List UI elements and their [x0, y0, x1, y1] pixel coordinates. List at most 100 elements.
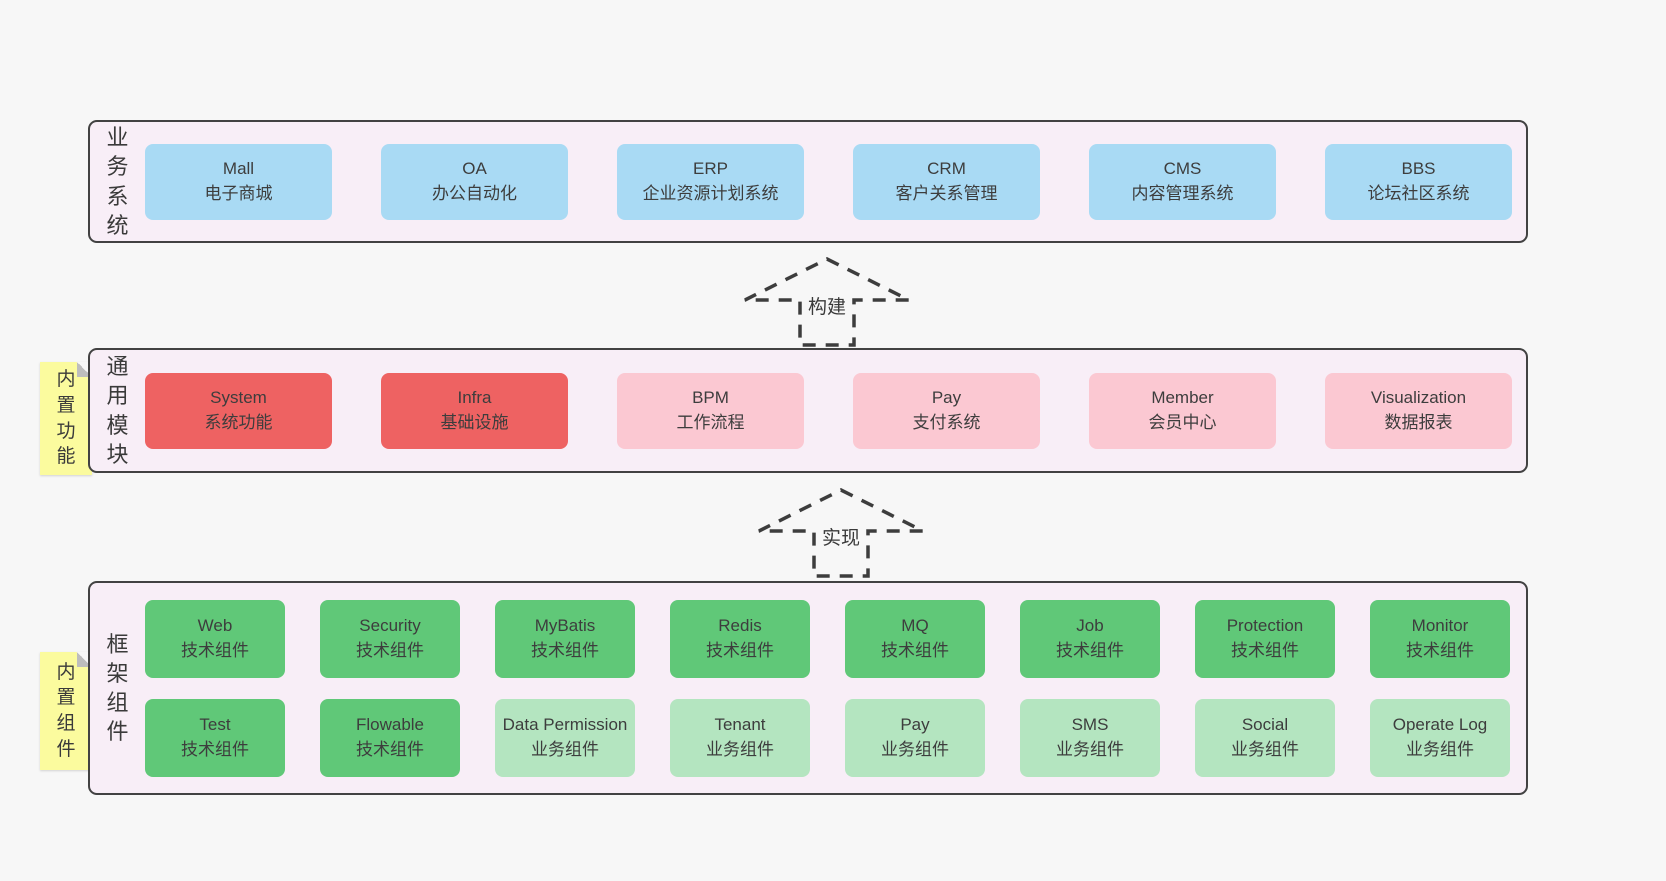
node-subtitle: 业务组件: [706, 739, 774, 759]
build-arrow: 构建: [742, 256, 912, 348]
node-crm: CRM 客户关系管理: [853, 143, 1040, 220]
node-security: Security 技术组件: [320, 599, 460, 678]
node-mall: Mall 电子商城: [145, 143, 332, 220]
node-title: Web: [197, 615, 233, 635]
node-title: MyBatis: [534, 615, 596, 635]
node-pay-system: Pay 支付系统: [853, 372, 1040, 449]
band-common-modules: 通用模块 System 系统功能 Infra 基础设施 BPM 工作流程 Pay…: [88, 348, 1528, 473]
node-title: Operate Log: [1392, 714, 1488, 734]
node-subtitle: 内容管理系统: [1131, 183, 1234, 203]
node-system: System 系统功能: [145, 372, 332, 449]
node-title: Flowable: [355, 714, 425, 734]
node-cms: CMS 内容管理系统: [1089, 143, 1276, 220]
node-title: CMS: [1163, 158, 1202, 178]
node-subtitle: 技术组件: [181, 739, 249, 759]
node-subtitle: 技术组件: [356, 640, 424, 660]
node-title: Monitor: [1411, 615, 1469, 635]
node-visualization: Visualization 数据报表: [1325, 372, 1512, 449]
node-subtitle: 工作流程: [676, 412, 745, 432]
band-label-column: 业务系统: [90, 122, 145, 241]
sticky-note-builtin-features: 内置功能: [40, 362, 92, 475]
node-redis: Redis 技术组件: [670, 599, 810, 678]
framework-row-1: Web 技术组件 Security 技术组件 MyBatis 技术组件 Redi…: [145, 599, 1526, 678]
band-box-row: System 系统功能 Infra 基础设施 BPM 工作流程 Pay 支付系统…: [145, 350, 1526, 471]
node-monitor: Monitor 技术组件: [1370, 599, 1510, 678]
node-subtitle: 数据报表: [1384, 412, 1453, 432]
node-subtitle: 技术组件: [531, 640, 599, 660]
node-data-permission: Data Permission 业务组件: [495, 698, 635, 777]
node-job: Job 技术组件: [1020, 599, 1160, 678]
node-infra: Infra 基础设施: [381, 372, 568, 449]
node-mybatis: MyBatis 技术组件: [495, 599, 635, 678]
node-title: System: [210, 387, 267, 407]
node-title: Pay: [900, 714, 930, 734]
band-label-column: 框架组件: [90, 583, 145, 793]
node-subtitle: 办公自动化: [432, 183, 517, 203]
node-subtitle: 技术组件: [181, 640, 249, 660]
node-flowable: Flowable 技术组件: [320, 698, 460, 777]
node-title: Visualization: [1370, 387, 1467, 407]
node-subtitle: 技术组件: [881, 640, 949, 660]
node-subtitle: 技术组件: [1231, 640, 1299, 660]
sticky-note-label: 内置组件: [56, 661, 76, 760]
node-title: Test: [199, 714, 231, 734]
node-subtitle: 业务组件: [531, 739, 599, 759]
band-title: 通用模块: [106, 354, 129, 467]
node-title: Infra: [457, 387, 492, 407]
node-subtitle: 客户关系管理: [895, 183, 998, 203]
node-subtitle: 电子商城: [204, 183, 273, 203]
node-subtitle: 业务组件: [881, 739, 949, 759]
sticky-note-builtin-components: 内置组件: [40, 652, 92, 770]
node-web: Web 技术组件: [145, 599, 285, 678]
node-pay-component: Pay 业务组件: [845, 698, 985, 777]
band-box-row: Mall 电子商城 OA 办公自动化 ERP 企业资源计划系统 CRM 客户关系…: [145, 122, 1526, 241]
node-subtitle: 技术组件: [706, 640, 774, 660]
band-box-rows: Web 技术组件 Security 技术组件 MyBatis 技术组件 Redi…: [145, 583, 1526, 793]
node-title: ERP: [693, 158, 728, 178]
band-label-column: 通用模块: [90, 350, 145, 471]
node-bpm: BPM 工作流程: [617, 372, 804, 449]
node-sms: SMS 业务组件: [1020, 698, 1160, 777]
node-social: Social 业务组件: [1195, 698, 1335, 777]
node-title: Mall: [222, 158, 255, 178]
node-subtitle: 技术组件: [1406, 640, 1474, 660]
node-title: SMS: [1071, 714, 1109, 734]
node-subtitle: 论坛社区系统: [1367, 183, 1470, 203]
node-subtitle: 基础设施: [440, 412, 509, 432]
node-title: BPM: [692, 387, 729, 407]
band-business-systems: 业务系统 Mall 电子商城 OA 办公自动化 ERP 企业资源计划系统 CRM…: [88, 120, 1528, 243]
node-title: Pay: [931, 387, 962, 407]
node-subtitle: 支付系统: [912, 412, 981, 432]
node-bbs: BBS 论坛社区系统: [1325, 143, 1512, 220]
node-member: Member 会员中心: [1089, 372, 1276, 449]
implement-arrow: 实现: [756, 487, 926, 579]
node-subtitle: 技术组件: [1056, 640, 1124, 660]
node-title: Social: [1241, 714, 1289, 734]
node-operate-log: Operate Log 业务组件: [1370, 698, 1510, 777]
band-title: 框架组件: [106, 631, 129, 745]
node-subtitle: 业务组件: [1406, 739, 1474, 759]
node-subtitle: 业务组件: [1231, 739, 1299, 759]
node-title: Tenant: [714, 714, 766, 734]
up-arrow-icon: [744, 257, 910, 347]
node-subtitle: 技术组件: [356, 739, 424, 759]
node-erp: ERP 企业资源计划系统: [617, 143, 804, 220]
node-mq: MQ 技术组件: [845, 599, 985, 678]
arrow-label: 实现: [818, 523, 864, 550]
node-title: Data Permission: [502, 714, 628, 734]
node-subtitle: 会员中心: [1148, 412, 1217, 432]
band-framework-components: 框架组件 Web 技术组件 Security 技术组件 MyBatis 技术组件…: [88, 581, 1528, 795]
node-oa: OA 办公自动化: [381, 143, 568, 220]
node-tenant: Tenant 业务组件: [670, 698, 810, 777]
node-title: Security: [359, 615, 421, 635]
framework-row-2: Test 技术组件 Flowable 技术组件 Data Permission …: [145, 698, 1526, 777]
node-title: Redis: [718, 615, 762, 635]
node-title: MQ: [901, 615, 929, 635]
band-title: 业务系统: [106, 125, 129, 238]
node-title: Protection: [1226, 615, 1304, 635]
node-title: Job: [1076, 615, 1104, 635]
node-title: CRM: [927, 158, 966, 178]
up-arrow-icon: [758, 488, 924, 578]
node-title: OA: [462, 158, 487, 178]
